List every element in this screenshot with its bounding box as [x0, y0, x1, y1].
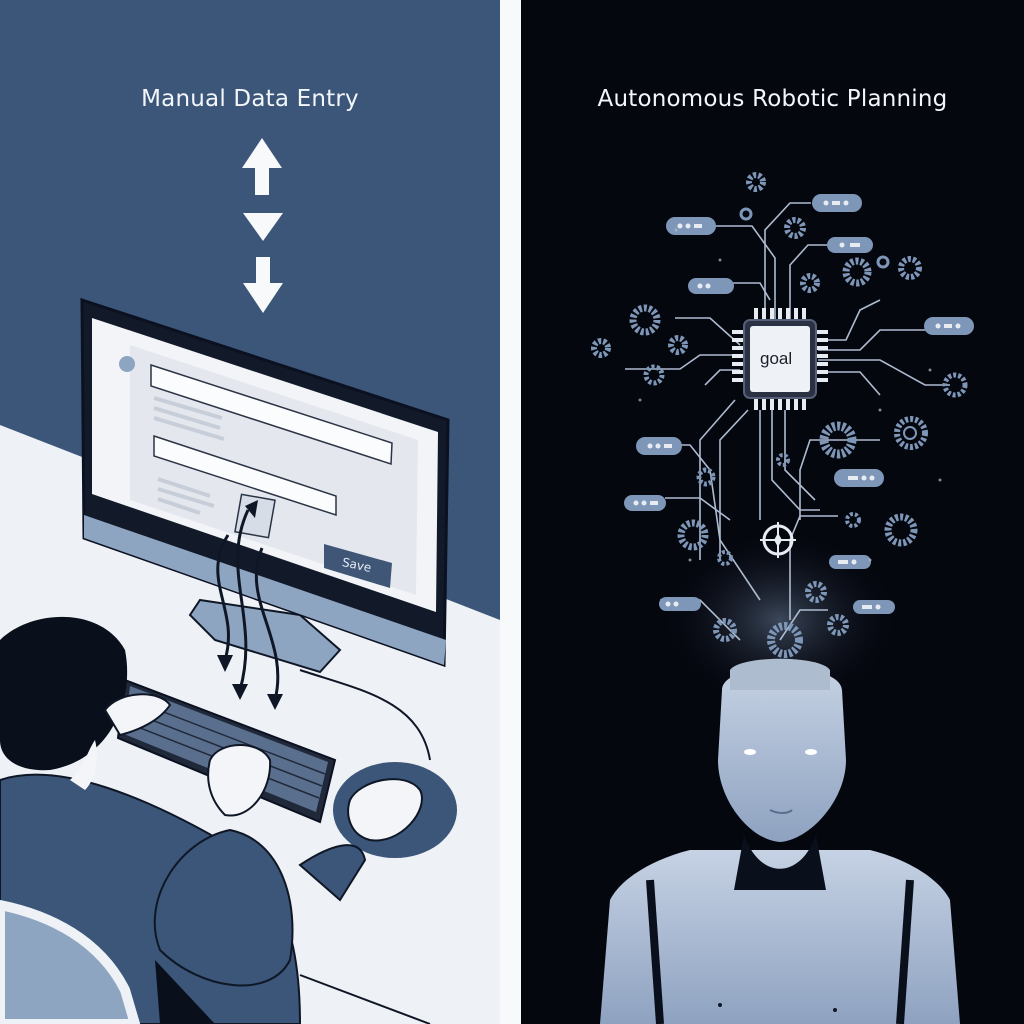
mouse-hand [347, 778, 423, 842]
hand-to-screen-arrows [216, 509, 280, 701]
autonomous-robotic-planning-panel: Autonomous Robotic Planning goal [521, 0, 1024, 1024]
right-panel-title: Autonomous Robotic Planning [597, 86, 948, 112]
form-field-1[interactable] [150, 363, 393, 466]
target-node [760, 522, 796, 558]
manual-entry-illustration [0, 138, 500, 1024]
arrow-down-icon [243, 257, 283, 313]
mouse-cable [299, 669, 431, 761]
save-button[interactable] [324, 544, 392, 588]
avatar-icon [119, 356, 135, 372]
gears [591, 172, 968, 658]
goal-chip [732, 308, 828, 410]
chair [0, 899, 141, 1024]
triangle-down-icon [243, 213, 283, 241]
form-field-2[interactable] [153, 434, 337, 517]
manual-data-entry-panel: Manual Data Entry Save [0, 0, 500, 1024]
monitor [80, 297, 450, 668]
left-panel-title: Manual Data Entry [141, 86, 359, 112]
robotic-planning-illustration [591, 172, 974, 1024]
goal-chip-label: goal [760, 349, 793, 368]
panel-divider [500, 0, 521, 1024]
robot-bust [600, 658, 960, 1024]
arrow-up-icon [242, 138, 282, 195]
